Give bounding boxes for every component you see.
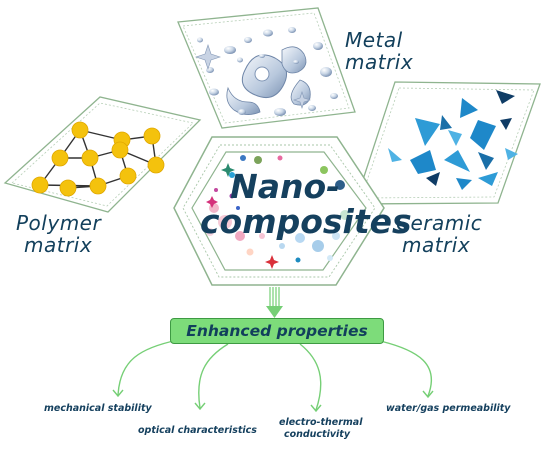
polymer-matrix-panel	[3, 96, 202, 213]
property-optical: optical characteristics	[138, 425, 257, 436]
property-branches	[117, 339, 433, 411]
enhanced-properties-label: Enhanced properties	[186, 322, 368, 340]
polymer-matrix-label: Polymer matrix	[16, 213, 101, 255]
branch-permeability	[375, 339, 433, 397]
polymer-lattice-nodes	[31, 121, 165, 197]
ceramic-shards	[388, 90, 518, 190]
enhanced-properties-banner: Enhanced properties	[170, 318, 384, 344]
ceramic-panel-inner-frame	[360, 87, 535, 199]
hexagon-inner-frame	[182, 144, 376, 278]
polymer-label-line1: Polymer	[16, 211, 102, 235]
ceramic-label-line1: Ceramic	[396, 211, 483, 235]
ceramic-panel-frame	[354, 81, 541, 205]
metal-label-line1: Metal	[345, 28, 403, 52]
polymer-label-line2: matrix	[24, 233, 93, 257]
metal-matrix-panel	[177, 7, 356, 129]
down-arrow	[266, 287, 283, 318]
nanoparticles	[206, 155, 350, 269]
branch-arrowheads	[112, 389, 434, 413]
property-permeability: water/gas permeability	[386, 403, 511, 414]
ceramic-matrix-label: Ceramic matrix	[396, 213, 482, 255]
center-title-line2: composites	[200, 202, 412, 241]
property-electro-thermal: electro-thermal conductivity	[279, 417, 363, 440]
ceramic-matrix-panel	[354, 81, 541, 205]
center-title-line1: Nano-	[230, 167, 340, 206]
ceramic-label-line2: matrix	[402, 233, 471, 257]
branch-electro	[299, 343, 322, 411]
center-title: Nano- composites	[200, 167, 412, 241]
branch-optical	[198, 343, 229, 409]
metal-label-line2: matrix	[345, 50, 414, 74]
property-electro-line2: conductivity	[283, 428, 351, 440]
property-mechanical: mechanical stability	[44, 403, 152, 414]
property-electro-line1: electro-thermal	[279, 417, 363, 428]
metal-particles	[195, 27, 338, 116]
nanocomposites-hexagon	[173, 136, 385, 286]
metal-matrix-label: Metal matrix	[345, 30, 413, 72]
branch-mechanical	[117, 339, 179, 396]
hexagon-core	[191, 151, 367, 271]
